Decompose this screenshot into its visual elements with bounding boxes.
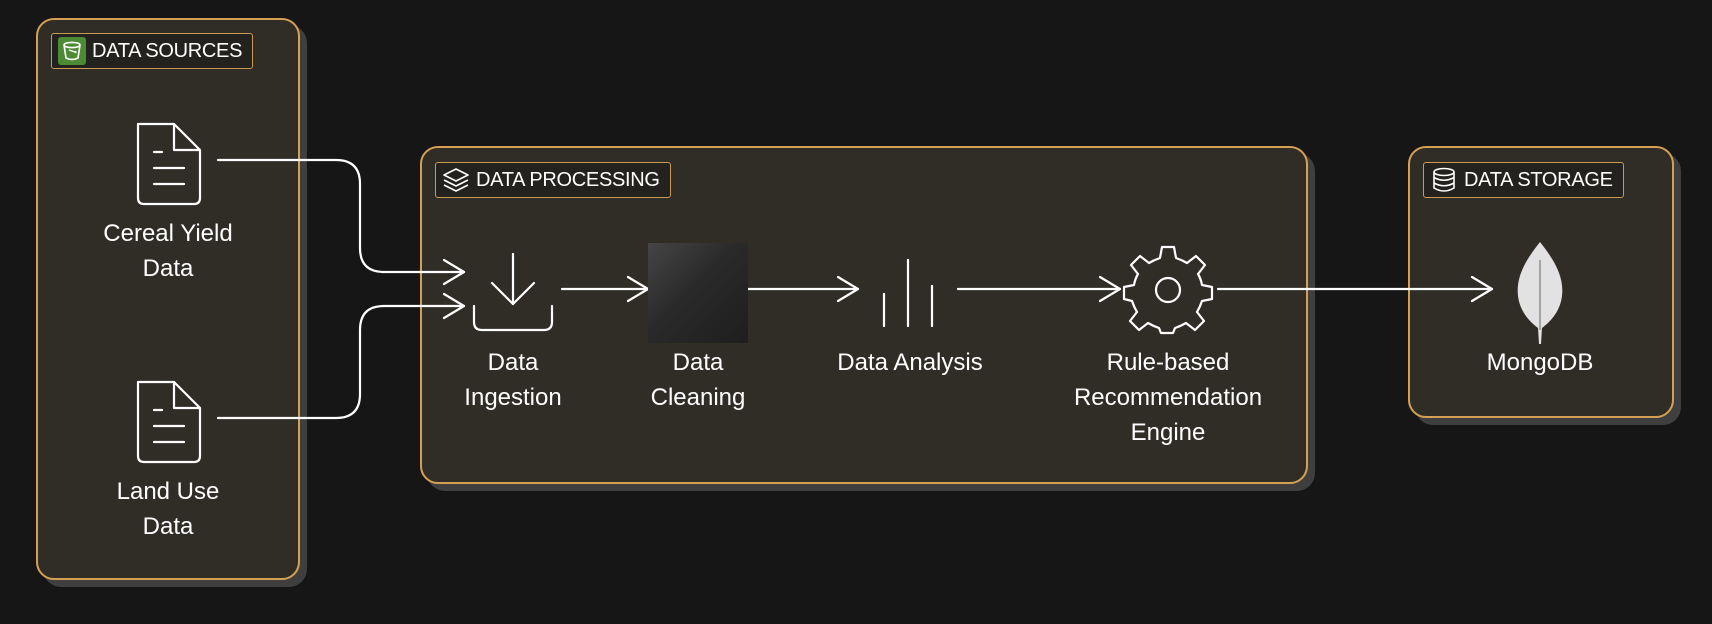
data-cleaning-tile <box>648 243 748 343</box>
cereal-yield-data-label: Cereal Yield Data <box>103 220 233 282</box>
mongodb-leaf-icon <box>1517 242 1563 344</box>
arrowhead <box>442 258 466 286</box>
layers-icon <box>443 168 469 192</box>
arrowhead <box>1098 275 1122 303</box>
bucket-icon <box>58 37 86 65</box>
arrowhead <box>442 292 466 320</box>
arrowhead <box>1470 275 1494 303</box>
data-ingestion-label: Data Ingestion <box>464 349 562 411</box>
data-sources-group <box>36 18 300 580</box>
database-icon <box>1433 167 1455 192</box>
data-processing-label: DATA PROCESSING <box>435 162 671 198</box>
download-icon <box>472 252 554 332</box>
bar-chart-icon <box>882 258 934 328</box>
edge-cereal-to-ingestion <box>216 158 466 274</box>
mongodb-label: MongoDB <box>1486 349 1594 376</box>
data-sources-title: DATA SOURCES <box>92 39 243 62</box>
gear-icon <box>1122 245 1214 335</box>
land-use-data-label: Land Use Data <box>116 478 220 540</box>
data-storage-label: DATA STORAGE <box>1423 162 1624 198</box>
document-icon <box>136 380 202 464</box>
document-icon <box>136 122 202 206</box>
recommendation-engine-label: Rule-based Recommendation Engine <box>1073 349 1263 446</box>
data-sources-label: DATA SOURCES <box>51 33 254 69</box>
data-processing-title: DATA PROCESSING <box>476 168 660 191</box>
edge-landuse-to-ingestion <box>216 304 466 420</box>
data-storage-title: DATA STORAGE <box>1464 168 1613 191</box>
data-analysis-label: Data Analysis <box>837 349 983 376</box>
data-processing-group <box>420 146 1308 484</box>
arrowhead <box>836 275 860 303</box>
data-cleaning-label: Data Cleaning <box>650 349 746 411</box>
